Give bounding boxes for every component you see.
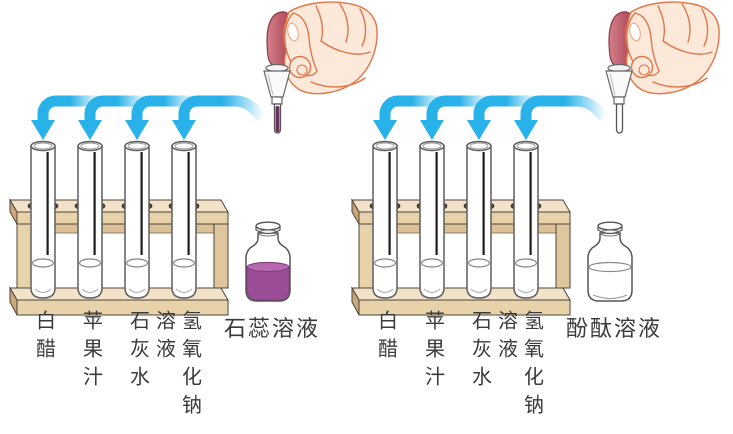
tube-label-white-vinegar: 白醋 xyxy=(374,310,397,366)
litmus-in-dropper-tip xyxy=(275,106,280,132)
tube-label-limewater: 石灰水 xyxy=(468,310,491,394)
tube-label-white-vinegar: 白醋 xyxy=(32,310,55,366)
tube-label-limewater: 石灰水 xyxy=(126,310,149,394)
apparatus-litmus-set xyxy=(10,2,377,315)
reagent-label-phenolphthalein: 酚酞溶液 xyxy=(566,316,663,341)
tube-label-naoh-solution: 氢氧化钠溶液 xyxy=(152,310,201,422)
tube-label-apple-juice: 苹果汁 xyxy=(421,310,444,394)
tube-label-naoh-solution: 氢氧化钠溶液 xyxy=(494,310,543,422)
tube-label-apple-juice: 苹果汁 xyxy=(79,310,102,394)
apparatus-phenolphthalein-set xyxy=(352,2,719,315)
reagent-label-litmus: 石蕊溶液 xyxy=(224,316,321,341)
litmus-bottle-liquid-surface xyxy=(246,262,290,272)
